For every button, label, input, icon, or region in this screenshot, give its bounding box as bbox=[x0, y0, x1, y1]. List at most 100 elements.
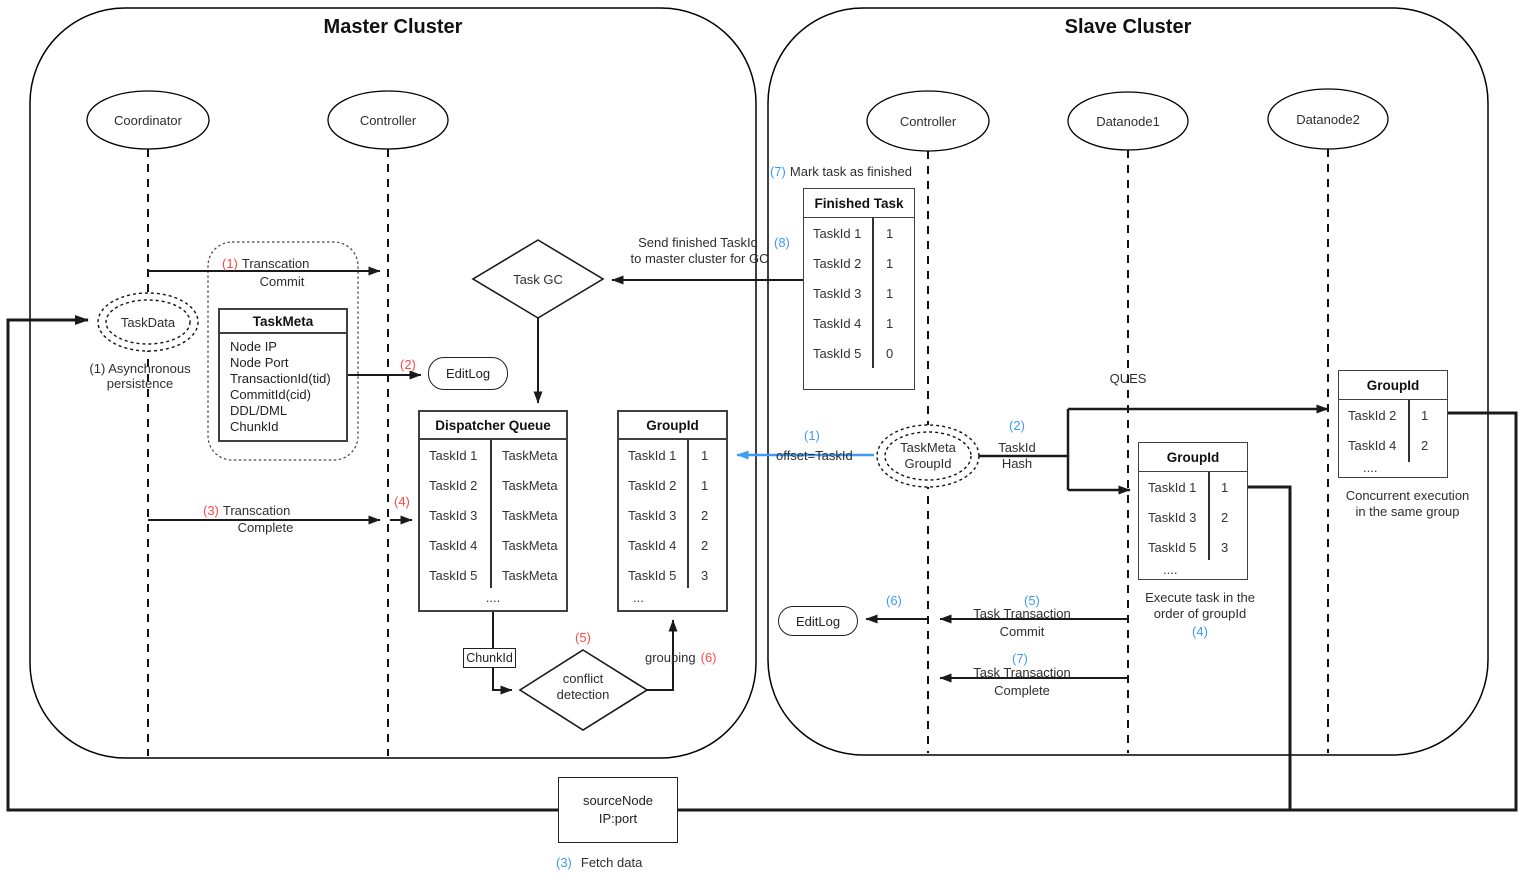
conflict-label-line2: detection bbox=[556, 687, 610, 702]
dispatcher-queue-more: .... bbox=[485, 590, 501, 605]
taskgc-label: Task GC bbox=[513, 272, 563, 287]
connector-fetch-loop bbox=[6, 315, 1518, 812]
fetch-data-note: (3)Fetch data bbox=[556, 855, 643, 870]
grouping-label: grouping(6) bbox=[645, 650, 717, 665]
taskmeta-field: CommitId(cid) bbox=[230, 387, 311, 402]
slave-controller-ellipse bbox=[866, 90, 990, 152]
hash-label-line2: Hash bbox=[1001, 456, 1033, 471]
task-transaction-commit-line2: Commit bbox=[999, 624, 1045, 639]
hash-num: (2) bbox=[1009, 418, 1025, 433]
offset-label: offset=TaskId bbox=[776, 448, 853, 463]
connector-taskid-hash bbox=[978, 409, 1070, 490]
coordinator-ellipse bbox=[86, 90, 210, 150]
master-cluster-title: Master Cluster bbox=[323, 16, 463, 38]
dispatcher-queue-title: Dispatcher Queue bbox=[420, 412, 566, 440]
taskmeta-dotted-container bbox=[207, 241, 359, 461]
arrow-conflict-to-groupid bbox=[647, 619, 678, 691]
datanode1-ellipse bbox=[1067, 91, 1189, 151]
source-node-line2: IP:port bbox=[598, 811, 638, 826]
datanode1-groupid-more: .... bbox=[1163, 562, 1178, 577]
send-finished-note-line1: Send finished TaskId bbox=[638, 235, 758, 250]
async-persistence-note-line1: (1) Asynchronous bbox=[89, 361, 191, 376]
taskmeta-groupid-label-line2: GroupId bbox=[904, 456, 952, 471]
taskgc-diamond bbox=[471, 239, 605, 319]
datanode2-groupid-divider bbox=[1408, 400, 1410, 462]
datanode2-groupid-title: GroupId bbox=[1339, 371, 1447, 400]
msg-transcation-complete-line2: Complete bbox=[237, 520, 294, 535]
msg-enqueue-num: (4) bbox=[394, 494, 410, 509]
concurrent-note-line1: Concurrent execution bbox=[1345, 488, 1470, 503]
taskmeta-field: Node IP bbox=[230, 339, 277, 354]
ques-label: QUES bbox=[1109, 371, 1147, 386]
master-groupid-title: GroupId bbox=[619, 412, 726, 440]
taskmeta-groupid-ellipse-inner bbox=[884, 431, 972, 481]
execute-order-note-num: (4) bbox=[1192, 624, 1208, 639]
source-node-box: sourceNode IP:port bbox=[558, 777, 678, 843]
hash-label-line1: TaskId bbox=[998, 440, 1036, 455]
msg-transcation-complete-num: (3) bbox=[203, 503, 219, 518]
mark-task-finished-note: (7)Mark task as finished bbox=[770, 164, 912, 179]
master-cluster-boundary bbox=[29, 7, 757, 759]
taskdata-ellipse-outer bbox=[97, 292, 199, 352]
execute-order-note-line2: order of groupId bbox=[1153, 606, 1247, 621]
datanode2-groupid-more: .... bbox=[1363, 460, 1378, 475]
datanode2-label: Datanode2 bbox=[1296, 112, 1360, 127]
taskmeta-field: TransactionId(tid) bbox=[230, 371, 331, 386]
fetch-data-num: (3) bbox=[556, 855, 572, 870]
taskmeta-field: Node Port bbox=[230, 355, 289, 370]
send-finished-note-num: (8) bbox=[774, 235, 790, 250]
datanode1-groupid-title: GroupId bbox=[1139, 443, 1247, 472]
slave-controller-label: Controller bbox=[899, 114, 957, 129]
datanode1-label: Datanode1 bbox=[1096, 114, 1160, 129]
msg-transcation-commit-line2: Commit bbox=[259, 274, 305, 289]
task-transaction-complete-line2: Complete bbox=[994, 683, 1050, 698]
source-node-line1: sourceNode bbox=[582, 793, 654, 808]
mark-task-finished-num: (7) bbox=[770, 164, 786, 179]
send-finished-note-line2: to master cluster for GC bbox=[630, 251, 769, 266]
taskmeta-table-title: TaskMeta bbox=[220, 310, 346, 334]
grouping-num: (6) bbox=[700, 650, 717, 665]
taskmeta-field: DDL/DML bbox=[230, 403, 288, 418]
chunkid-box: ChunkId bbox=[463, 648, 516, 668]
taskmeta-groupid-ellipse-outer bbox=[876, 424, 980, 488]
concurrent-note-line2: in the same group bbox=[1355, 504, 1460, 519]
offset-num: (1) bbox=[804, 428, 820, 443]
connector-dn1-to-source bbox=[1248, 485, 1292, 809]
conflict-detection-diamond bbox=[518, 649, 649, 731]
conflict-num: (5) bbox=[575, 630, 591, 645]
dispatcher-queue-divider bbox=[490, 440, 492, 588]
msg-transcation-commit: (1)Transcation bbox=[222, 256, 310, 271]
master-groupid-more: ... bbox=[633, 590, 644, 605]
arrow-dispatcher-to-conflict bbox=[492, 612, 513, 695]
datanode2-ellipse bbox=[1267, 88, 1389, 150]
master-controller-ellipse bbox=[327, 90, 449, 150]
task-transaction-complete-num: (7) bbox=[1012, 651, 1028, 666]
